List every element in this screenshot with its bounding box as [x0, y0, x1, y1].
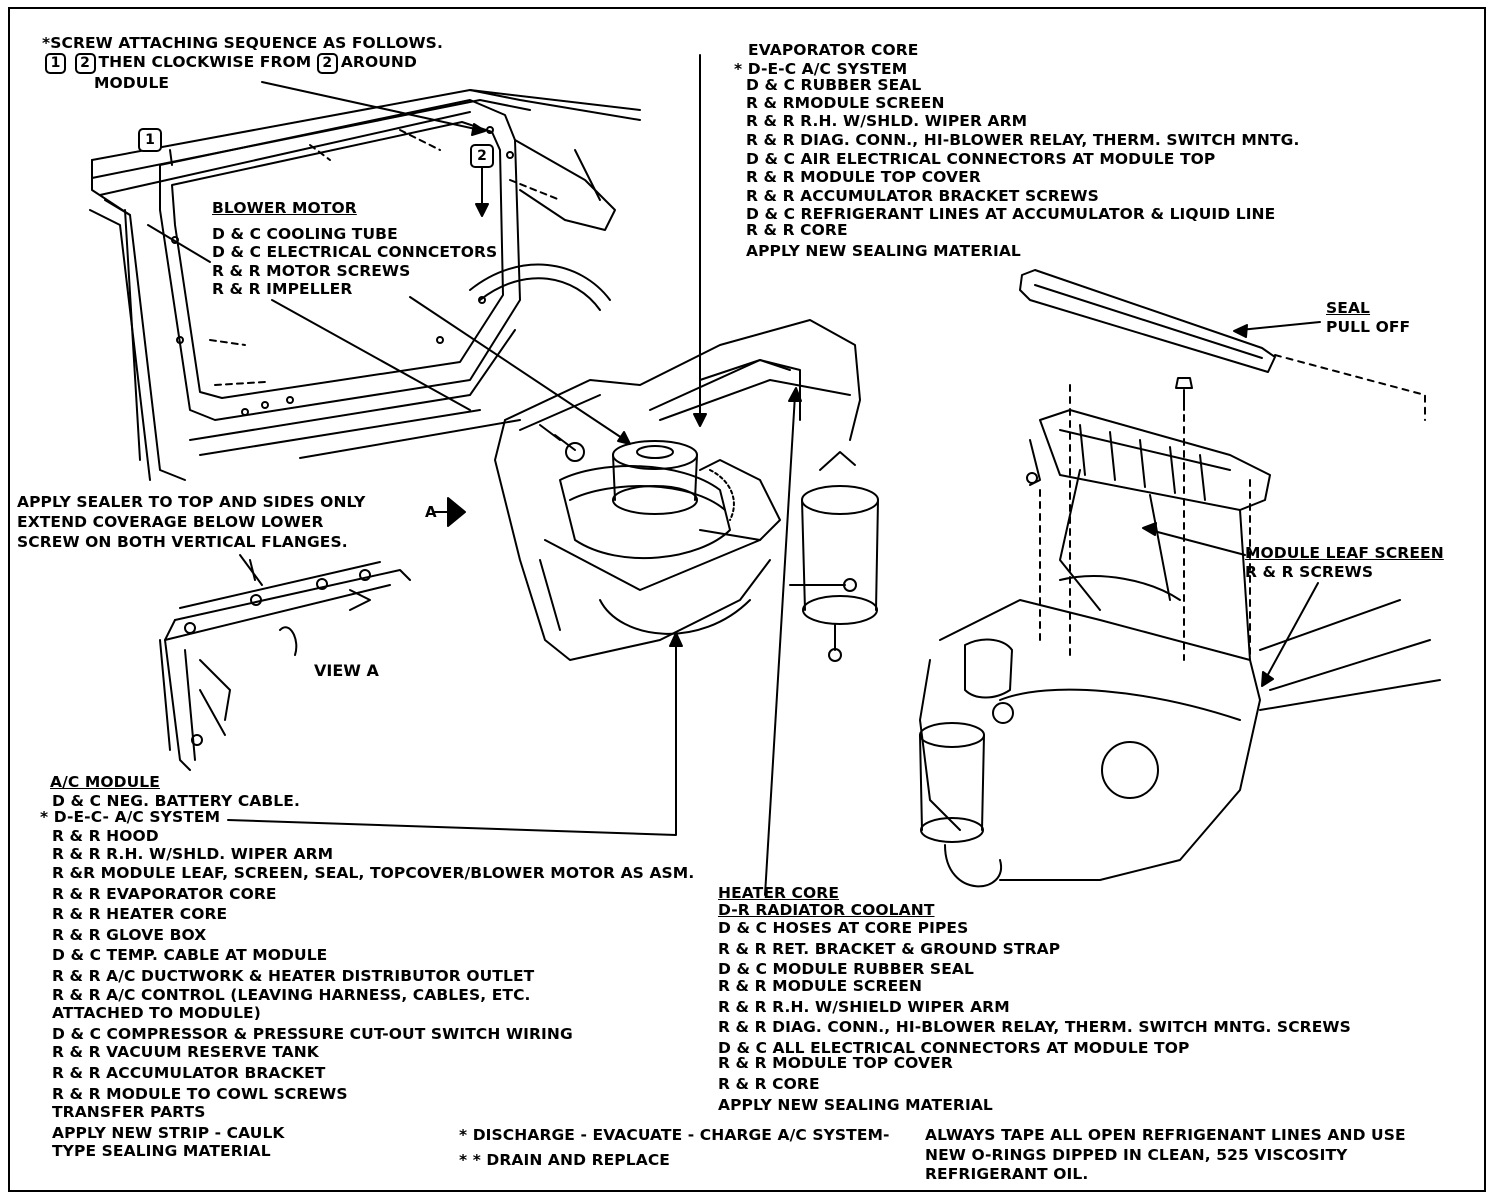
- view-a-caption: VIEW A: [314, 661, 379, 680]
- ac-module-step: R & R R.H. W/SHLD. WIPER ARM: [52, 845, 334, 864]
- blower-motor-step: D & C ELECTRICAL CONNCETORS: [212, 243, 498, 262]
- module-leaf-screen-step: R & R SCREWS: [1245, 562, 1374, 581]
- screw-sequence-line-2-mid: THEN CLOCKWISE FROM: [98, 52, 312, 71]
- caution-line: ALWAYS TAPE ALL OPEN REFRIGENANT LINES A…: [925, 1126, 1406, 1144]
- caution-note: ALWAYS TAPE ALL OPEN REFRIGENANT LINES A…: [925, 1126, 1406, 1185]
- sealer-line: SCREW ON BOTH VERTICAL FLANGES.: [17, 533, 348, 551]
- ac-module-step: TYPE SEALING MATERIAL: [52, 1142, 271, 1161]
- blower-motor-step: R & R MOTOR SCREWS: [212, 261, 411, 280]
- evaporator-step: R & RMODULE SCREEN: [746, 93, 945, 112]
- center-leaders: [227, 54, 802, 896]
- evaporator-step: R & R DIAG. CONN., HI-BLOWER RELAY, THER…: [746, 130, 1300, 149]
- heater-core-step: APPLY NEW SEALING MATERIAL: [718, 1095, 993, 1114]
- screw-sequence-line-1: *SCREW ATTACHING SEQUENCE AS FOLLOWS.: [42, 34, 443, 52]
- sequence-leaders: [147, 81, 631, 445]
- sequence-number-2-repeat: 2: [316, 52, 338, 74]
- blower-module-drawing: [494, 319, 879, 662]
- installed-module-drawing: [919, 269, 1441, 888]
- ac-module-step: APPLY NEW STRIP - CAULK: [52, 1123, 285, 1142]
- ac-module-step: R &R MODULE LEAF, SCREEN, SEAL, TOPCOVER…: [52, 863, 695, 882]
- seal-heading: SEAL: [1326, 299, 1371, 317]
- ac-module-heading: A/C MODULE: [50, 773, 160, 791]
- ac-module-step: R & R HOOD: [52, 826, 159, 845]
- callout-number-2: 2: [470, 144, 494, 168]
- cowl-opening-drawing: [89, 89, 641, 481]
- ac-module-step: D & C TEMP. CABLE AT MODULE: [52, 946, 328, 965]
- ac-module-step: R & R HEATER CORE: [52, 905, 228, 924]
- caution-line: NEW O-RINGS DIPPED IN CLEAN, 525 VISCOSI…: [925, 1145, 1348, 1164]
- heater-core-step: R & R MODULE SCREEN: [718, 976, 923, 995]
- blower-motor-step: D & C COOLING TUBE: [212, 224, 398, 243]
- ac-module-step: * D-E-C- A/C SYSTEM: [40, 808, 221, 827]
- sequence-number-1: 1: [45, 52, 66, 74]
- heater-core-step: D-R RADIATOR COOLANT: [718, 900, 935, 919]
- heater-core-step: R & R R.H. W/SHIELD WIPER ARM: [718, 997, 1010, 1016]
- sealer-line: EXTEND COVERAGE BELOW LOWER: [17, 513, 324, 531]
- callout-number-1: 1: [138, 128, 162, 152]
- heater-core-step: R & R CORE: [718, 1074, 820, 1093]
- screw-sequence-line-2-end: AROUND: [340, 52, 417, 71]
- diagram-frame: [8, 7, 1486, 1192]
- evaporator-step: D & C AIR ELECTRICAL CONNECTORS AT MODUL…: [746, 149, 1216, 168]
- evaporator-step: * D-E-C A/C SYSTEM: [734, 59, 908, 78]
- heater-core-step: D & C HOSES AT CORE PIPES: [718, 919, 969, 938]
- heater-core-step: R & R DIAG. CONN., HI-BLOWER RELAY, THER…: [718, 1018, 1351, 1037]
- ac-module-step: R & R A/C DUCTWORK & HEATER DISTRIBUTOR …: [52, 966, 535, 985]
- evaporator-step: R & R R.H. W/SHLD. WIPER ARM: [746, 112, 1028, 131]
- evaporator-core-heading: EVAPORATOR CORE: [748, 41, 919, 59]
- evaporator-step: R & R ACCUMULATOR BRACKET SCREWS: [746, 186, 1099, 205]
- seal-step: PULL OFF: [1326, 317, 1411, 336]
- sealer-note: APPLY SEALER TO TOP AND SIDES ONLY EXTEN…: [17, 492, 365, 552]
- heater-core-heading: HEATER CORE: [718, 884, 840, 902]
- screw-sequence-note: *SCREW ATTACHING SEQUENCE AS FOLLOWS. 1 …: [42, 34, 443, 92]
- caution-line: REFRIGERANT OIL.: [925, 1165, 1089, 1183]
- ac-module-step: D & C NEG. BATTERY CABLE.: [52, 791, 300, 810]
- view-a-arrow-label: A: [425, 503, 437, 521]
- module-leaf-screen-heading: MODULE LEAF SCREEN: [1245, 544, 1444, 562]
- seal-block: SEAL PULL OFF: [1326, 299, 1410, 336]
- ac-module-step: R & R EVAPORATOR CORE: [52, 884, 277, 903]
- blower-motor-block: BLOWER MOTOR D & C COOLING TUBE D & C EL…: [212, 199, 497, 299]
- heater-core-step: R & R MODULE TOP COVER: [718, 1054, 953, 1073]
- evaporator-step: APPLY NEW SEALING MATERIAL: [746, 241, 1021, 260]
- ac-module-step: R & R A/C CONTROL (LEAVING HARNESS, CABL…: [52, 985, 531, 1004]
- heater-core-step: D & C ALL ELECTRICAL CONNECTORS AT MODUL…: [718, 1038, 1190, 1057]
- blower-motor-heading: BLOWER MOTOR: [212, 199, 357, 217]
- footnote-single-asterisk: * DISCHARGE - EVACUATE - CHARGE A/C SYST…: [459, 1126, 890, 1144]
- view-a-drawing: [159, 554, 411, 771]
- evaporator-step: R & R MODULE TOP COVER: [746, 168, 981, 187]
- ac-module-step: TRANSFER PARTS: [52, 1103, 206, 1122]
- heater-core-block: HEATER CORE D-R RADIATOR COOLANT D & C H…: [718, 884, 1351, 1114]
- ac-module-step: ATTACHED TO MODULE): [52, 1004, 261, 1023]
- ac-module-step: R & R VACUUM RESERVE TANK: [52, 1043, 319, 1062]
- sealer-line: APPLY SEALER TO TOP AND SIDES ONLY: [17, 493, 366, 511]
- evaporator-step: R & R CORE: [746, 220, 848, 239]
- sequence-number-2: 2: [74, 52, 96, 74]
- evaporator-core-block: EVAPORATOR CORE * D-E-C A/C SYSTEM D & C…: [734, 41, 1299, 260]
- module-leaf-screen-block: MODULE LEAF SCREEN R & R SCREWS: [1245, 544, 1444, 581]
- evaporator-step: D & C RUBBER SEAL: [746, 76, 922, 95]
- ac-module-step: R & R MODULE TO COWL SCREWS: [52, 1084, 348, 1103]
- screw-sequence-line-3: MODULE: [94, 73, 170, 92]
- evaporator-step: D & C REFRIGERANT LINES AT ACCUMULATOR &…: [746, 205, 1276, 224]
- ac-module-block: A/C MODULE D & C NEG. BATTERY CABLE. * D…: [40, 773, 694, 1161]
- ac-module-step: D & C COMPRESSOR & PRESSURE CUT-OUT SWIT…: [52, 1024, 573, 1043]
- ac-module-step: R & R GLOVE BOX: [52, 925, 207, 944]
- footnote-double-asterisk: * * DRAIN AND REPLACE: [459, 1151, 670, 1169]
- ac-module-step: R & R ACCUMULATOR BRACKET: [52, 1063, 326, 1082]
- blower-motor-step: R & R IMPELLER: [212, 280, 353, 299]
- heater-core-step: D & C MODULE RUBBER SEAL: [718, 960, 974, 979]
- heater-core-step: R & R RET. BRACKET & GROUND STRAP: [718, 939, 1061, 958]
